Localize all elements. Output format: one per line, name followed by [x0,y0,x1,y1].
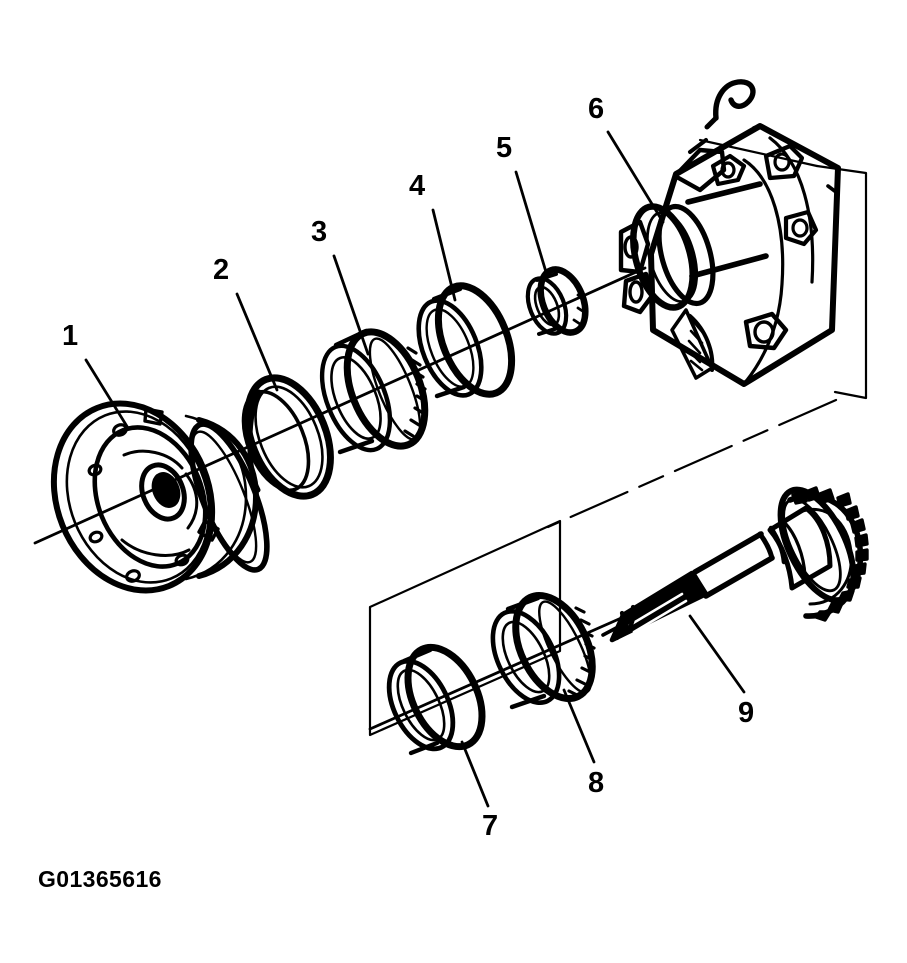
leader-line-2 [235,292,279,392]
figure-id-label: G01365616 [38,866,162,892]
part-9-output-pinion-shaft [601,486,869,643]
upper-phantom-plane [698,138,868,400]
leader-line-5 [514,170,548,274]
part-6-transmission-case-housing [618,79,841,387]
part-7-bearing-cup-race-lower [386,643,486,756]
leader-line-3 [332,254,370,356]
leader-line-9 [688,614,746,694]
leader-line-7 [460,740,490,808]
lower-phantom-plane [368,519,562,737]
leader-lines [84,130,746,808]
callout-number-3: 3 [311,216,328,248]
leader-line-4 [431,208,457,302]
callout-number-9: 9 [738,697,755,729]
leader-line-8 [562,688,596,764]
callout-number-4: 4 [409,170,426,202]
leader-line-1 [84,358,130,430]
phantom-connector-line [546,398,838,529]
part-2-oil-seal [241,374,334,500]
callout-number-6: 6 [588,93,605,125]
callout-number-1: 1 [62,320,79,352]
part-4-bearing-cup-race [416,282,516,399]
callout-number-8: 8 [588,767,605,799]
callout-number-5: 5 [496,132,513,164]
callout-number-7: 7 [482,810,499,842]
lower-assembly-axis [368,598,664,731]
part-8-tapered-roller-bearing-lower [490,591,596,710]
part-5-small-bearing [525,266,589,336]
part-1-bearing-retainer-cover [50,400,270,594]
part-3-tapered-roller-bearing [319,328,429,455]
callout-number-2: 2 [213,254,230,286]
leader-line-6 [606,130,665,224]
